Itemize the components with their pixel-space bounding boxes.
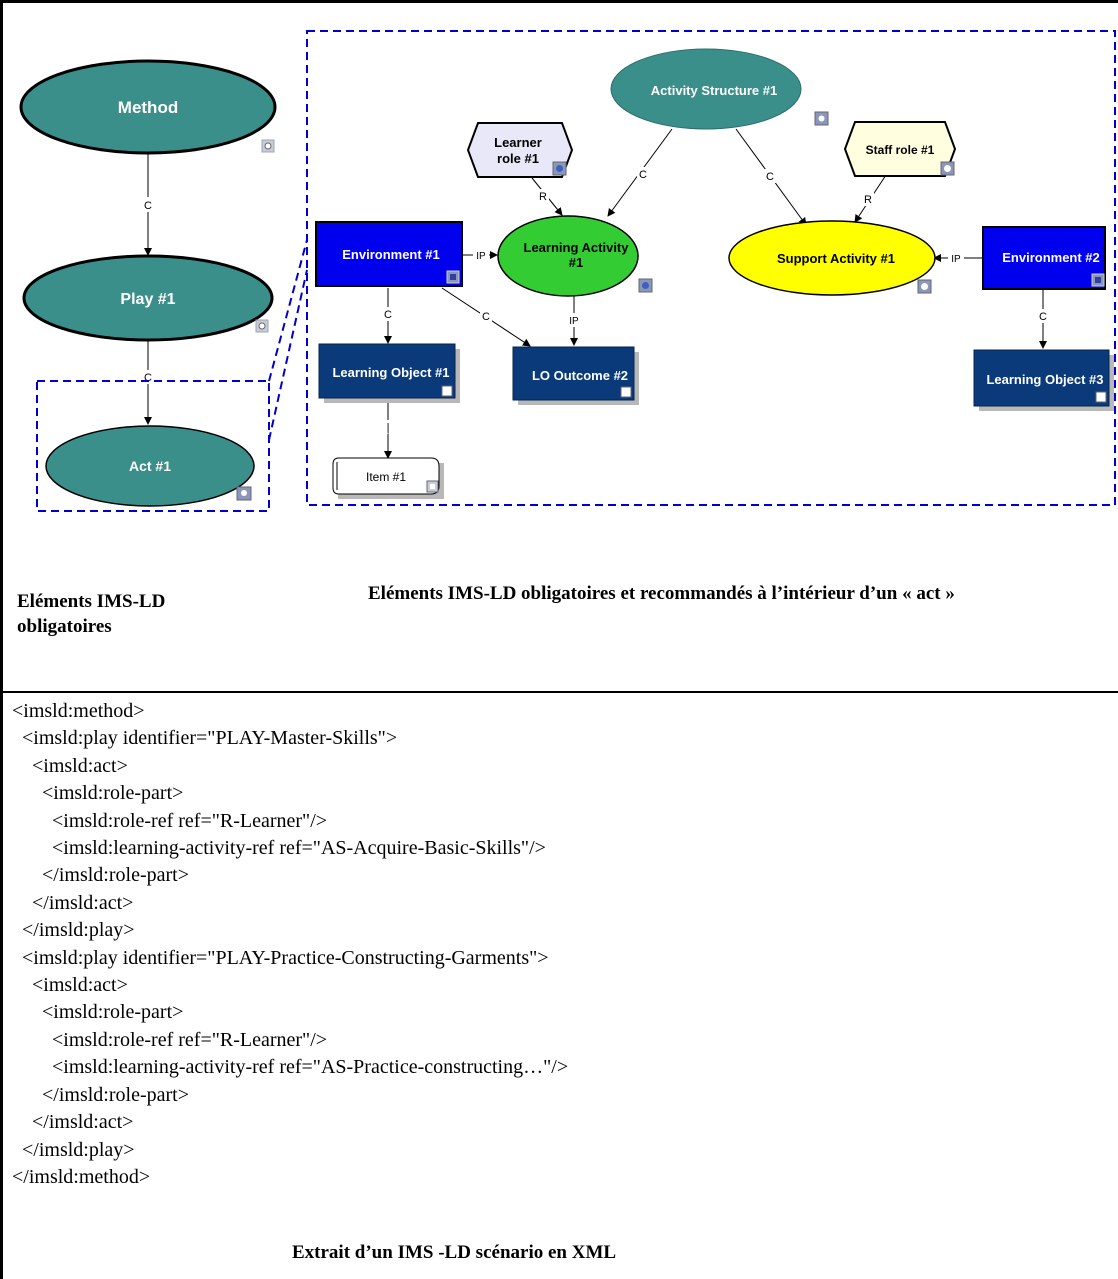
edge-label-env1-lo1: C [384,309,392,321]
activity-structure-node [610,48,802,130]
xml-line: <imsld:learning-activity-ref ref="AS-Acq… [12,837,546,860]
edge-label-bg [566,313,582,327]
environment-1-badge-square [450,274,456,280]
environment-2-badge-square [1095,277,1101,283]
item-1-node [332,457,440,495]
learning-activity-label-line2: #1 [569,255,583,270]
xml-line: <imsld:role-part> [12,1001,184,1024]
xml-line: </imsld:method> [12,1165,151,1188]
learning-object-1-node [318,343,456,399]
edge-label-learning-outcome: IP [569,316,579,327]
staff-role-badge-dot [944,165,951,172]
lo-outcome-2-node [512,346,635,401]
edge-label-bg [537,189,549,203]
act-content-dashed-box [306,30,1116,506]
xml-line: <imsld:role-part> [12,782,184,805]
learning-activity-badge-dot [642,282,649,289]
caption-right: Eléments IMS-LD obligatoires et recomman… [368,583,955,604]
edge-label-structure-support: C [766,171,774,183]
environment-1-label: Environment #1 [342,247,440,262]
act-node [45,425,255,507]
xml-line: </imsld:play> [12,919,135,942]
learning-object-3-label: Learning Object #3 [986,372,1103,387]
xml-excerpt: <imsld:method> <imsld:play identifier="P… [12,698,568,1191]
learning-object-3-badge-icon [1095,391,1107,403]
edge-label-bg [637,167,649,181]
item-1-badge-square [430,484,435,489]
edge-label-bg [764,169,776,183]
edge-label-env2-support: IP [951,254,961,265]
xml-line: <imsld:act> [12,974,128,997]
edge-label-bg [1037,309,1049,323]
edge-label-play-act: C [144,372,152,384]
learner-role-label-line1: Learner [494,135,542,150]
learning-object-1-label: Learning Object #1 [332,365,449,380]
learning-object-1-badge-icon [441,385,453,397]
xml-line: <imsld:play identifier="PLAY-Master-Skil… [12,727,398,750]
edge-label-env2-lo3: C [1039,311,1047,323]
environment-1-node [315,221,463,287]
environment-2-node [982,226,1106,290]
edge-label-bg [480,309,492,323]
caption-left-line2: obligatoires [17,616,112,637]
ims-ld-diagram: C C Method Play #1 Act #1 C C R R IP IP … [19,30,1116,512]
support-activity-badge-dot [921,283,928,290]
edge-label-structure-learning: C [639,169,647,181]
edge-label-staff-support: R [864,194,872,206]
xml-line: <imsld:play identifier="PLAY-Practice-Co… [12,946,549,969]
edge-label-bg [948,251,964,265]
xml-line: <imsld:learning-activity-ref ref="AS-Pra… [12,1056,569,1079]
edge-label-bg [142,197,154,212]
edge-label-learner-learning: R [539,191,547,203]
learning-activity-label-line1: Learning Activity [524,240,630,255]
activity-structure-badge-dot [818,115,825,122]
support-activity-node [728,220,936,296]
xml-line: </imsld:play> [12,1138,135,1161]
caption-xml: Extrait d’un IMS -LD scénario en XML [292,1242,617,1263]
act-label: Act #1 [129,458,171,474]
xml-line: <imsld:role-ref ref="R-Learner"/> [12,1028,328,1051]
xml-line: <imsld:act> [12,754,128,777]
xml-line: </imsld:role-part> [12,1083,189,1106]
method-badge-dot [264,142,272,150]
edge-label-bg [382,307,394,321]
xml-line: </imsld:act> [12,891,134,914]
act-badge-dot [241,490,247,496]
edge-label-env1-outcome: C [482,311,490,323]
method-node [19,59,277,155]
edge-label-method-play: C [144,200,152,212]
edge-label-bg [473,248,489,262]
xml-line: <imsld:role-ref ref="R-Learner"/> [12,809,328,832]
section-divider [0,691,1118,693]
learning-object-3-node [973,349,1110,407]
edge-label-env1-learning: IP [476,251,486,262]
learner-role-badge-dot [556,165,563,172]
learner-role-node [466,122,574,178]
edge-label-bg [862,192,874,206]
environment-2-label: Environment #2 [1002,250,1100,265]
caption-left-line1: Eléments IMS-LD [17,591,166,612]
edge-label-bg [383,420,393,434]
lo-outcome-2-badge-icon [620,386,632,398]
learning-activity-node [497,215,639,297]
zoom-line-bottom [268,269,308,441]
xml-line: </imsld:act> [12,1111,134,1134]
activity-structure-label: Activity Structure #1 [651,83,777,98]
method-label: Method [118,98,178,117]
xml-line: </imsld:role-part> [12,864,189,887]
staff-role-node [843,121,957,177]
learner-role-label-line2: role #1 [497,151,539,166]
item-1-label: Item #1 [366,470,406,484]
lo-outcome-2-label: LO Outcome #2 [532,368,628,383]
play-badge-dot [258,322,266,330]
play-node [22,254,274,342]
support-activity-label: Support Activity #1 [777,251,895,266]
staff-role-label: Staff role #1 [866,143,935,157]
zoom-line-top [268,239,308,382]
xml-line: <imsld:method> [12,700,145,722]
play-label: Play #1 [120,291,175,308]
edge-label-lo1-item: | [387,422,390,434]
